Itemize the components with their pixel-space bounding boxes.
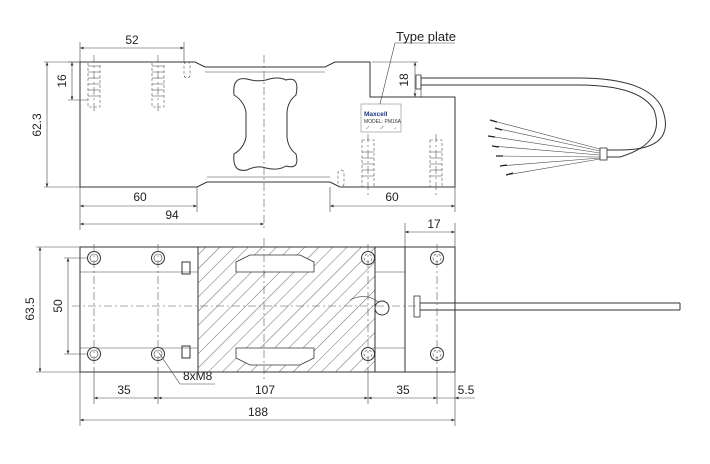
plan-center-hole xyxy=(374,300,390,316)
plan-slot-bottom xyxy=(181,345,191,359)
dim-62-3-text: 62.3 xyxy=(30,113,44,137)
cable-wire-tips xyxy=(487,119,514,176)
cable-wires xyxy=(487,119,601,176)
dim-52-text: 52 xyxy=(125,33,139,47)
plan-recess-bottom xyxy=(235,347,315,366)
side-hole-2 xyxy=(151,61,165,108)
dim-50-text: 50 xyxy=(51,299,65,313)
bone-cutout xyxy=(233,77,298,171)
side-hole-4 xyxy=(429,139,443,188)
side-slot-right xyxy=(337,169,345,188)
cable-end-sleeve xyxy=(599,147,608,161)
plan-cable-gland xyxy=(413,295,421,318)
cable-upper xyxy=(421,77,666,151)
side-hole-3 xyxy=(361,139,375,188)
dim-63-5-text: 63.5 xyxy=(23,297,37,321)
type-plate-leader xyxy=(379,42,455,105)
dim-35-left-text: 35 xyxy=(117,383,131,397)
dim-94-text: 94 xyxy=(165,208,179,222)
cable-lower xyxy=(421,84,657,158)
dim-60-left-text: 60 xyxy=(133,190,147,204)
plan-slot-top xyxy=(181,261,191,275)
dim-5-5-text: 5.5 xyxy=(458,383,475,397)
type-plate-brand: Maxcell xyxy=(364,111,388,118)
side-view-body xyxy=(79,61,456,188)
dim-107-text: 107 xyxy=(255,383,275,397)
type-plate-barcode xyxy=(364,126,396,129)
plan-view: 17 63.5 50 8xM8 35 107 35 5.5 188 xyxy=(23,217,681,426)
dim-18-text: 18 xyxy=(397,73,411,87)
dim-17-text: 17 xyxy=(427,217,441,231)
side-view: Maxcell MODEL: PM16A Type plate 52 16 62… xyxy=(30,29,666,230)
thread-spec-label: 8xM8 xyxy=(183,369,213,383)
side-slot-left xyxy=(183,61,191,79)
plan-center-hole-arc xyxy=(349,296,379,303)
dim-60-right-text: 60 xyxy=(385,190,399,204)
plan-recess-top xyxy=(235,254,315,273)
cable-gland xyxy=(415,74,422,90)
type-plate-label: Type plate xyxy=(396,29,456,44)
thread-leader xyxy=(158,352,215,385)
dim-35-right-text: 35 xyxy=(396,383,410,397)
side-hole-1 xyxy=(87,61,101,108)
type-plate-model: MODEL: PM16A xyxy=(364,119,402,125)
dim-16-text: 16 xyxy=(55,74,69,88)
dim-188-text: 188 xyxy=(248,405,268,419)
